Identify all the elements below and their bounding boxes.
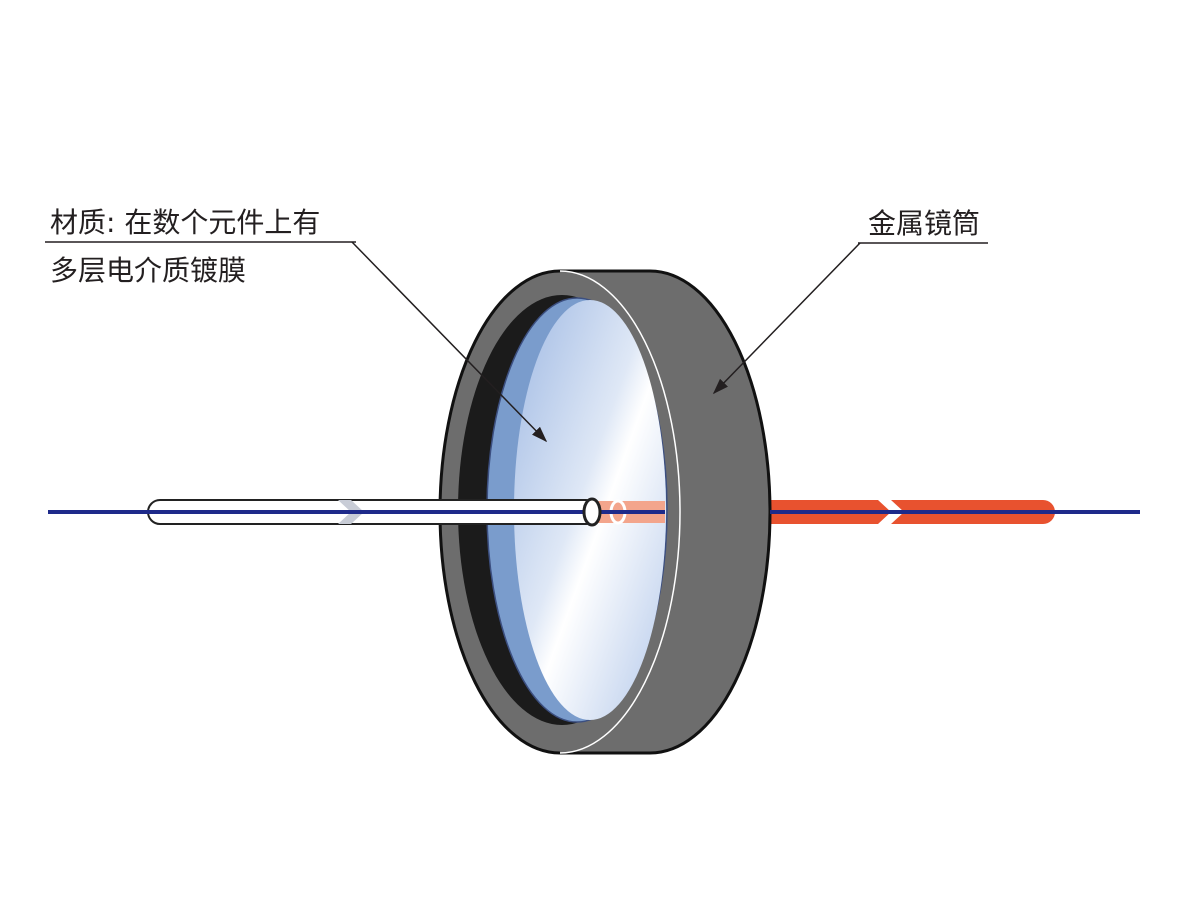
housing-front-edge-highlight	[559, 270, 681, 754]
annotation-housing: 金属镜筒	[712, 207, 988, 395]
housing-label: 金属镜筒	[868, 207, 980, 240]
annotation-coating: 材质: 在数个元件上有 多层电介质镀膜	[45, 206, 548, 443]
coating-label-line1: 材质: 在数个元件上有	[50, 206, 320, 239]
input-beam-end	[582, 497, 602, 527]
coating-leader-line	[351, 241, 548, 443]
housing-leader-line	[712, 242, 861, 395]
coating-label-line2: 多层电介质镀膜	[50, 254, 246, 287]
